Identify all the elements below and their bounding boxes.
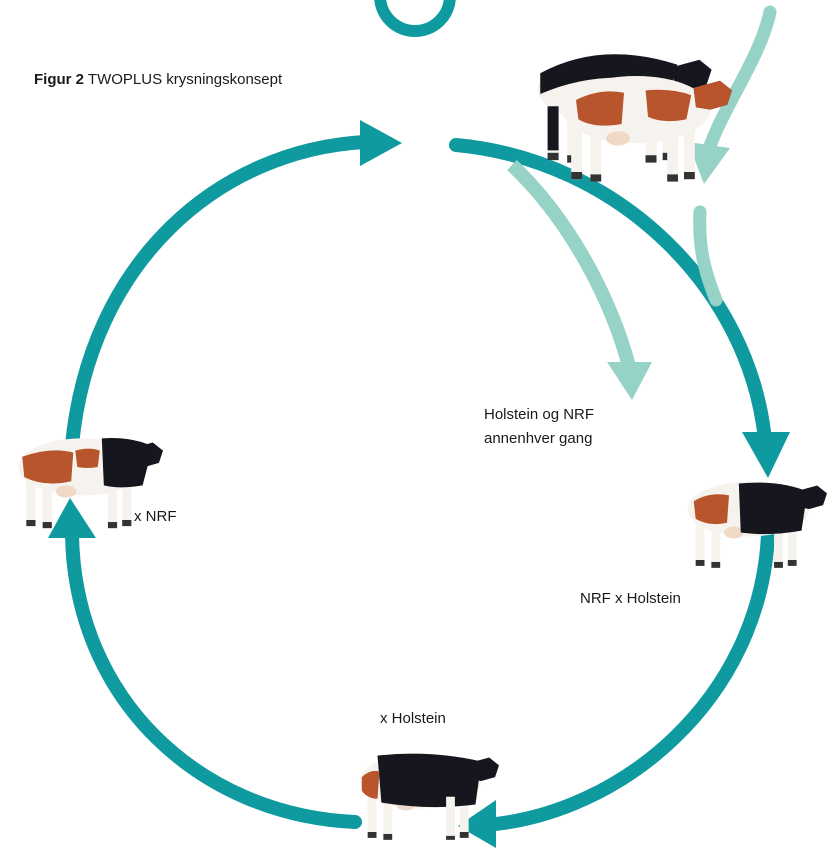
cycle-arrow-left: [72, 535, 355, 822]
label-nrf-x-holstein: NRF x Holstein: [580, 588, 681, 610]
cycle-arrowhead-left: [48, 498, 96, 538]
label-alternating-line2: annenhver gang: [484, 428, 592, 450]
cycle-arrowhead-right: [742, 432, 790, 478]
label-x-nrf: x NRF: [134, 506, 177, 528]
cycle-arrowhead-top: [360, 120, 402, 166]
cow-nrf-holstein: [688, 482, 827, 568]
figure-caption: Figur 2 TWOPLUS krysningskonsept: [34, 70, 282, 90]
figure-number: Figur 2: [34, 71, 84, 88]
label-alternating-line1: Holstein og NRF: [484, 404, 594, 426]
label-x-holstein: x Holstein: [380, 708, 446, 730]
cycle-arrow-top: [72, 142, 365, 445]
top-cycle-fragment: [380, 0, 450, 31]
cycle-arrow-bottom: [485, 535, 768, 825]
branch-arrowhead-alternating: [607, 362, 652, 400]
figure-title: TWOPLUS krysningskonsept: [88, 71, 282, 88]
